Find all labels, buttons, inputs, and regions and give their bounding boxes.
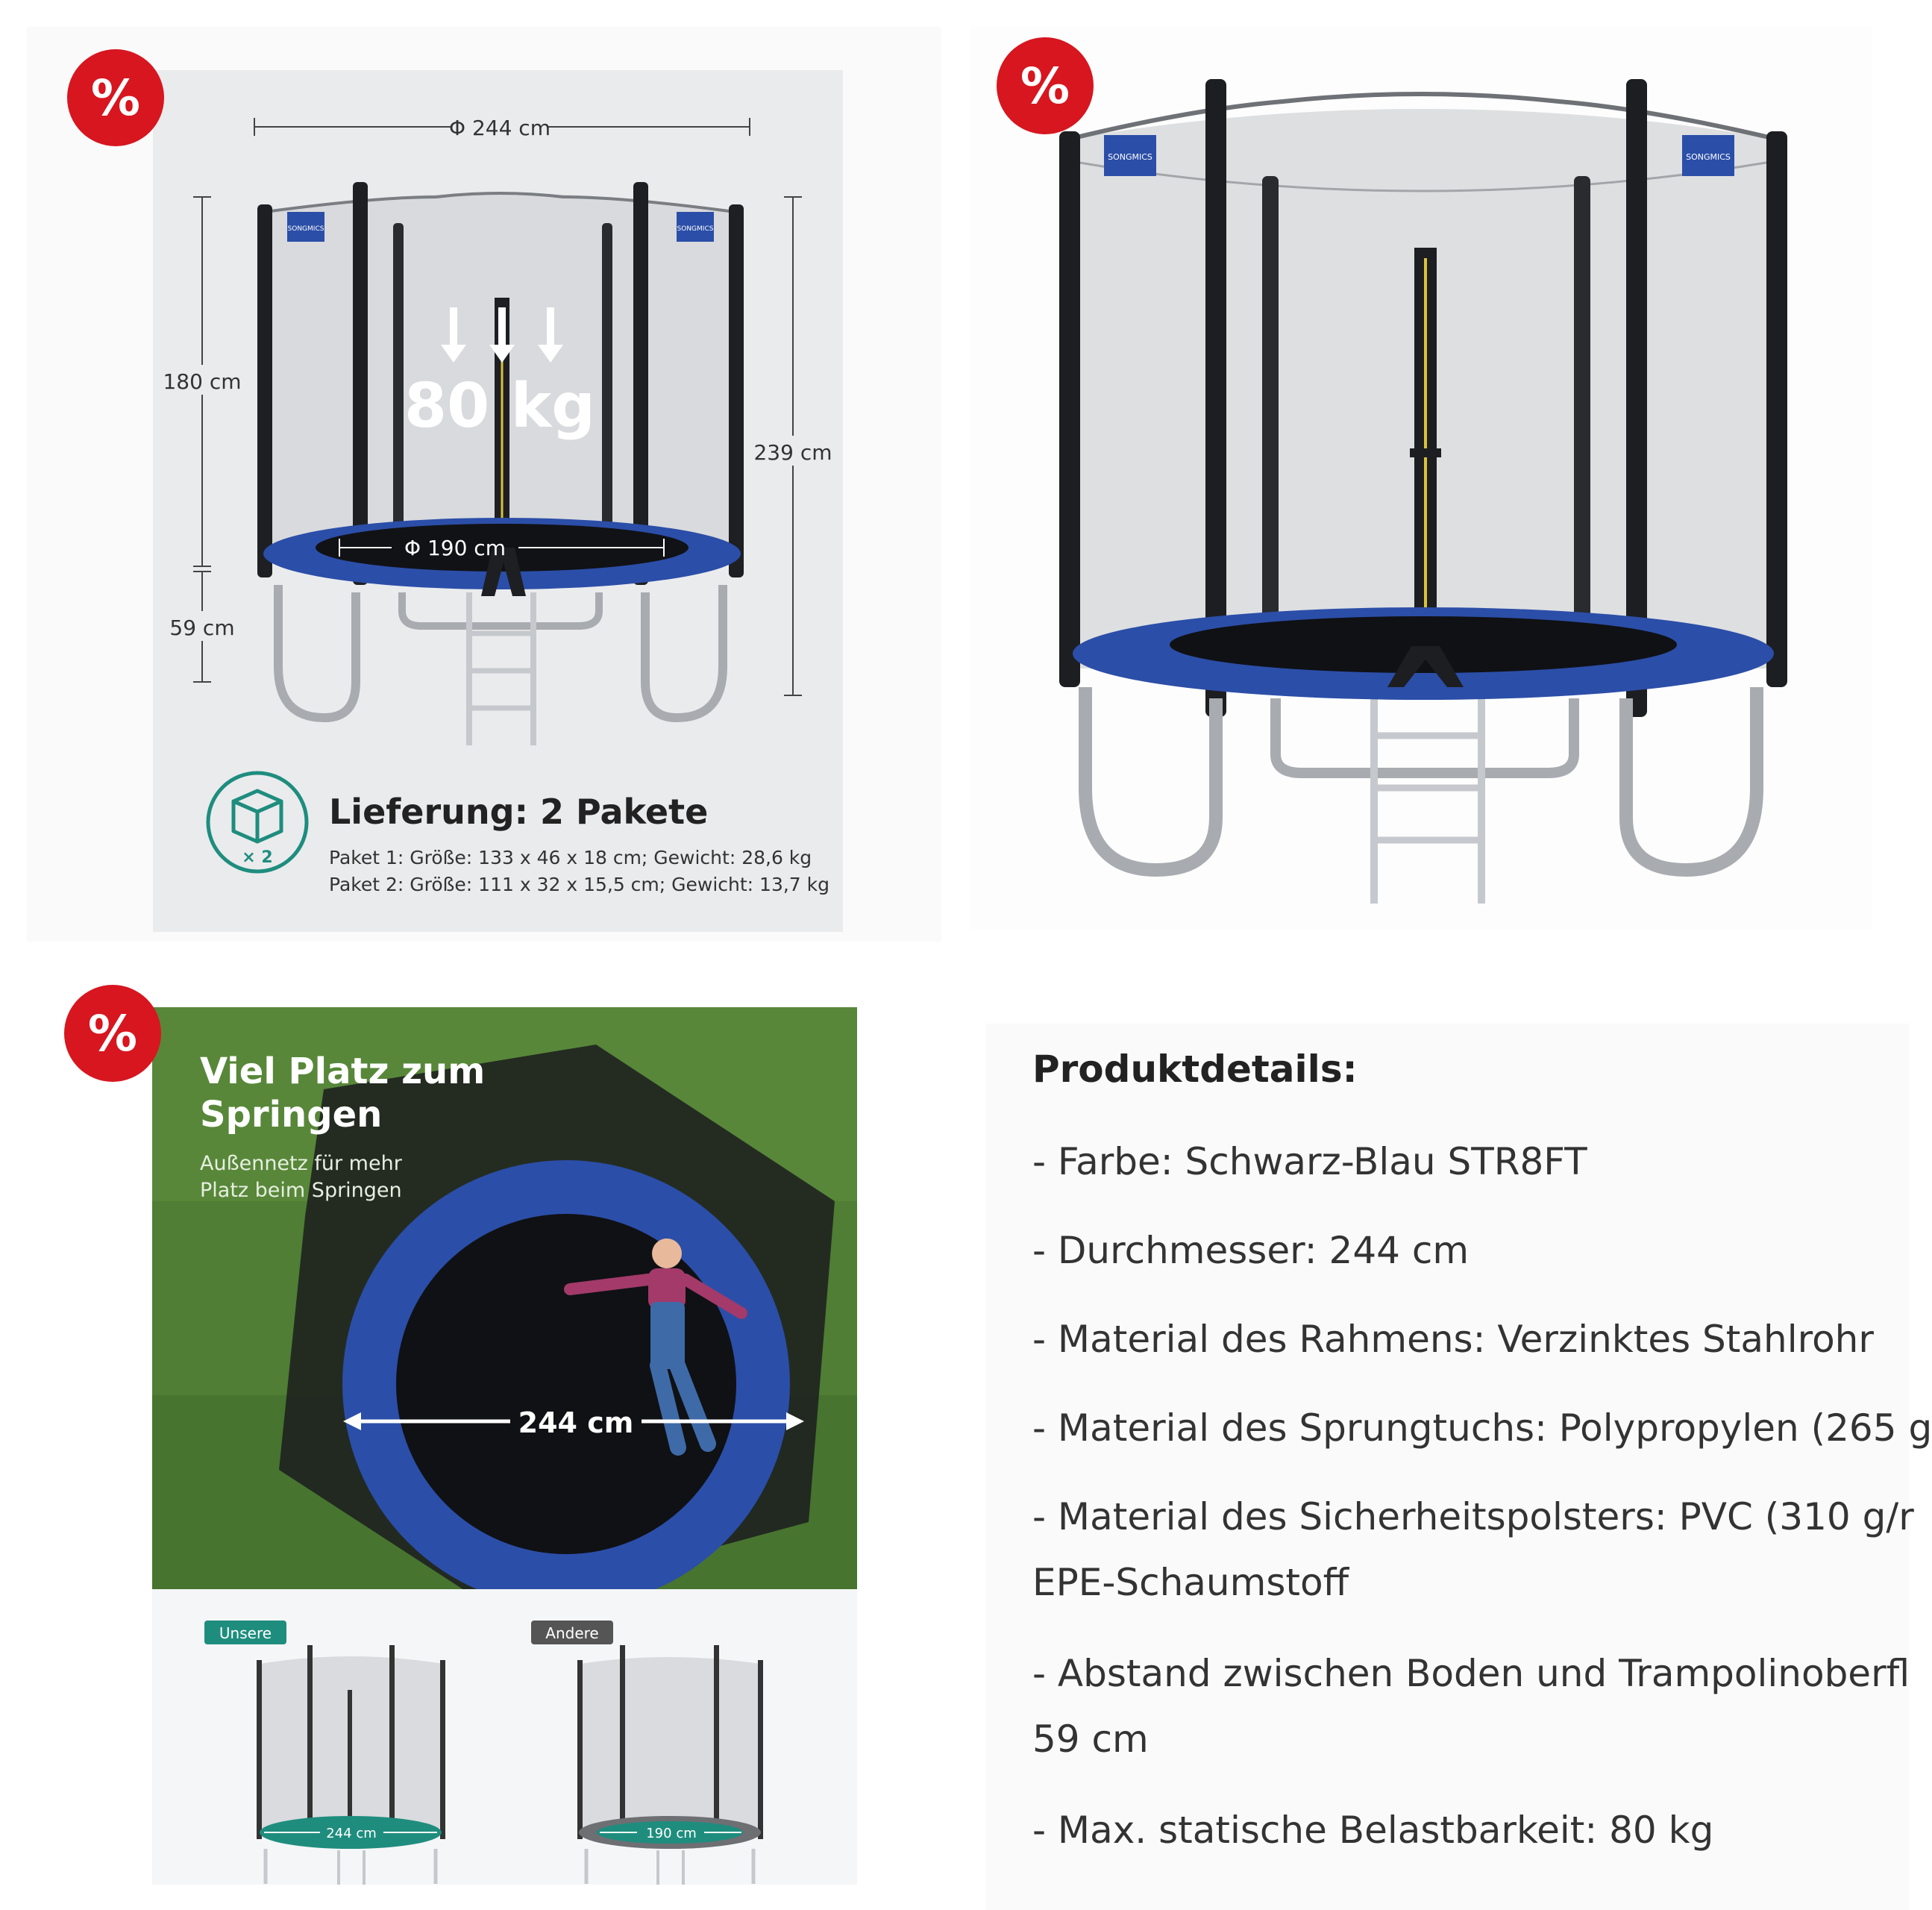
mat-diameter-label: Φ 190 cm <box>404 536 506 560</box>
package-1-info: Paket 1: Größe: 133 x 46 x 18 cm; Gewich… <box>329 847 812 868</box>
space-title-line2: Springen <box>200 1094 382 1136</box>
delivery-title: Lieferung: 2 Pakete <box>329 792 708 832</box>
ours-diameter-label: 244 cm <box>326 1826 377 1841</box>
others-tag-label: Andere <box>545 1624 598 1642</box>
others-diameter-label: 190 cm <box>646 1826 697 1841</box>
ours-trampoline: 244 cm <box>257 1645 445 1885</box>
package-icon <box>206 771 309 874</box>
others-trampoline: 190 cm <box>577 1645 763 1885</box>
detail-pad-material: - Material des Sicherheitspolsters: PVC … <box>1032 1495 1914 1538</box>
brand-logo: SONGMICS <box>288 225 324 233</box>
detail-mat-material: - Material des Sprungtuchs: Polypropylen… <box>1032 1406 1932 1450</box>
space-subtitle-line2: Platz beim Springen <box>200 1179 402 1202</box>
package-2-info: Paket 2: Größe: 111 x 32 x 15,5 cm; Gewi… <box>329 874 829 895</box>
detail-ground-distance: - Abstand zwischen Boden und Trampolinob… <box>1032 1652 1910 1695</box>
package-count: × 2 <box>242 848 272 867</box>
total-height-label: 239 cm <box>753 440 832 465</box>
ours-tag-label: Unsere <box>219 1624 272 1642</box>
detail-frame-material: - Material des Rahmens: Verzinktes Stahl… <box>1032 1318 1874 1361</box>
others-tag <box>531 1621 613 1644</box>
space-comparison-tile: % 244 cm Viel Platz <box>27 970 941 1885</box>
product-details-title: Produktdetails: <box>1032 1048 1358 1091</box>
load-capacity-label: 80 kg <box>404 371 595 442</box>
dimensions-tile: % Φ 244 cm 180 cm 59 cm 239 cm <box>27 27 941 942</box>
discount-badge: % <box>67 49 164 146</box>
brand-logo: SONGMICS <box>1108 152 1152 162</box>
center-diameter-label: 244 cm <box>518 1406 634 1439</box>
product-photo-tile: % SONGMICS SONGMICS <box>970 27 1872 930</box>
diameter-label: Φ 244 cm <box>449 116 551 140</box>
net-height-label: 180 cm <box>163 369 241 394</box>
ours-tag <box>204 1621 286 1644</box>
space-comparison-panel: 244 cm Viel Platz zum Springen Außennetz… <box>152 1007 857 1885</box>
space-subtitle-line1: Außennetz für mehr <box>200 1152 403 1175</box>
space-title-line1: Viel Platz zum <box>200 1050 485 1092</box>
brand-logo: SONGMICS <box>677 225 714 233</box>
discount-badge: % <box>997 37 1094 134</box>
space-illustration: 244 cm Viel Platz zum Springen Außennetz… <box>152 1007 857 1885</box>
brand-logo: SONGMICS <box>1686 152 1731 162</box>
detail-pad-material-cont: EPE-Schaumstoff <box>1032 1561 1349 1604</box>
dimensions-panel: Φ 244 cm 180 cm 59 cm 239 cm <box>153 70 843 932</box>
discount-badge: % <box>64 985 161 1082</box>
detail-ground-distance-cont: 59 cm <box>1032 1718 1149 1761</box>
detail-diameter: - Durchmesser: 244 cm <box>1032 1229 1470 1272</box>
trampoline-photo: SONGMICS SONGMICS <box>1059 79 1787 904</box>
dimensions-illustration: Φ 244 cm 180 cm 59 cm 239 cm <box>162 116 836 895</box>
product-details-tile: Produktdetails: - Farbe: Schwarz-Blau ST… <box>986 1024 1932 1910</box>
ground-height-label: 59 cm <box>169 616 234 640</box>
detail-color: - Farbe: Schwarz-Blau STR8FT <box>1032 1140 1587 1183</box>
detail-max-load: - Max. statische Belastbarkeit: 80 kg <box>1032 1809 1714 1852</box>
load-arrows <box>441 307 563 363</box>
